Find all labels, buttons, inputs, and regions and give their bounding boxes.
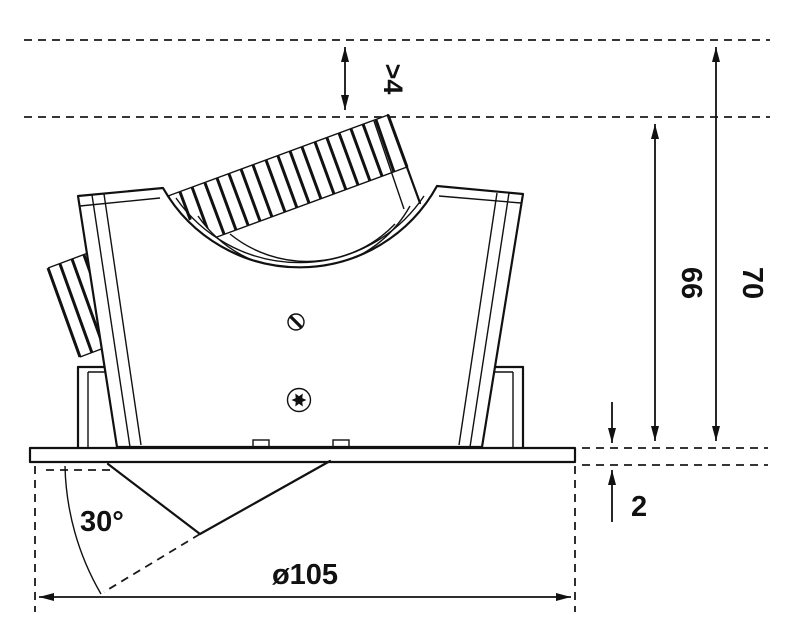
angle-arc: [64, 465, 102, 595]
lamp-bezel: [373, 113, 422, 210]
bracket-plate: [76, 184, 525, 449]
torx-screw: [286, 387, 312, 413]
trim-plate: [28, 446, 577, 464]
dim-diameter-label: ø105: [272, 559, 338, 591]
tilted-lamp-face: [106, 459, 332, 536]
adjustment-screw: [287, 313, 305, 331]
dim-body-height: 66: [651, 124, 707, 441]
dim-trim-thickness: 2: [608, 402, 647, 523]
dim-total-height: 70: [712, 47, 768, 441]
dim-clearance-label: >4: [378, 64, 408, 95]
angle-tilted-reference: [103, 533, 201, 593]
dim-clearance: >4: [341, 47, 408, 110]
dim-tilt-angle: 30°: [80, 506, 124, 538]
dim-total-height-label: 70: [736, 267, 768, 299]
reference-lines: [24, 39, 770, 612]
dim-tilt-angle-label: 30°: [80, 506, 124, 538]
dim-body-height-label: 66: [675, 267, 707, 299]
dim-trim-thickness-label: 2: [631, 491, 647, 523]
dim-diameter: ø105: [39, 559, 571, 601]
bracket-details: [79, 192, 522, 448]
